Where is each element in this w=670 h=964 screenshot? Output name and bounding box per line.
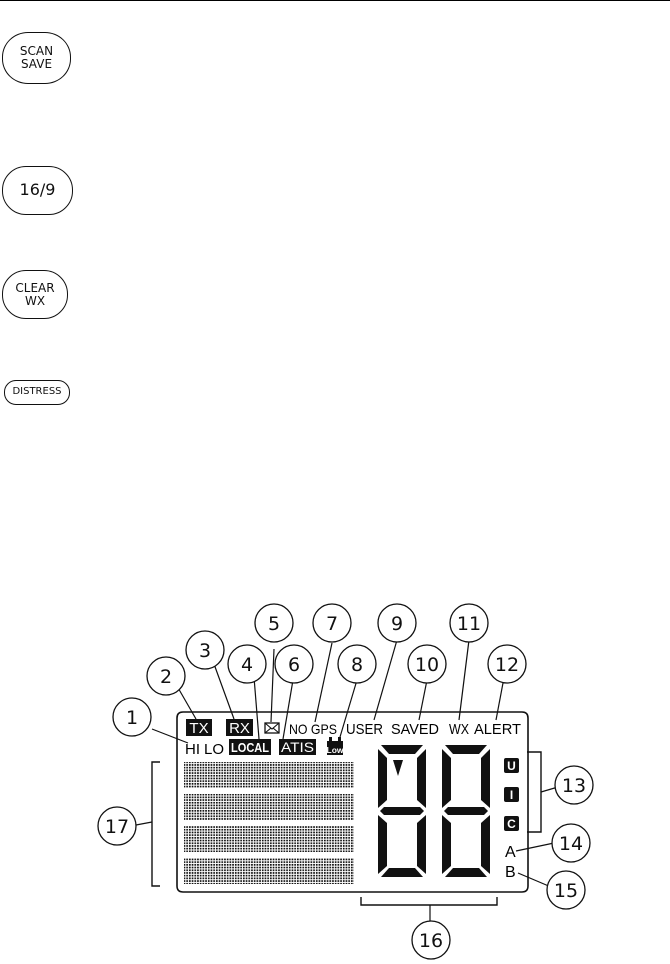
- callout-circle-15: [546, 870, 586, 910]
- tx-badge: [186, 719, 212, 736]
- distress-label: DISTRESS: [12, 386, 62, 398]
- c-badge: [504, 816, 519, 831]
- seven-segment-digit-2: [442, 745, 490, 877]
- callout-circle-4: [227, 644, 267, 684]
- leader-lines: [135, 639, 559, 921]
- dot-matrix-row-1: [184, 762, 354, 788]
- atis-badge: [279, 739, 316, 755]
- local-badge: [229, 739, 271, 755]
- callout-7: 7: [326, 613, 338, 635]
- alert-text: ALERT: [474, 721, 521, 738]
- callout-12: 12: [495, 654, 519, 676]
- sixteen-nine-key: 16/9: [2, 166, 73, 215]
- seven-segment-digit-1: [378, 745, 426, 877]
- scan-save-key: SCAN SAVE: [2, 32, 71, 84]
- callout-circle-10: [407, 644, 447, 684]
- callout-circle-2: [146, 656, 186, 696]
- rx-badge: [226, 719, 253, 736]
- wx-label: WX: [24, 293, 46, 308]
- callout-15: 15: [554, 880, 578, 902]
- callout-16: 16: [419, 930, 443, 952]
- i-badge: [504, 787, 519, 802]
- callout-circle-11: [449, 603, 489, 643]
- rx-text: RX: [229, 720, 250, 737]
- callout-circle-9: [377, 603, 417, 643]
- u-badge: [504, 758, 519, 773]
- a-text: A: [505, 844, 516, 861]
- lcd-frame: [176, 711, 529, 893]
- clear-label: CLEAR: [15, 280, 55, 295]
- saved-text: SAVED: [391, 721, 439, 738]
- callout-circle-7: [312, 603, 352, 643]
- callout-circle-5: [254, 603, 294, 643]
- callout-circle-8: [337, 644, 377, 684]
- callout-circle-14: [551, 823, 591, 863]
- callout-3: 3: [199, 640, 211, 662]
- user-text: USER: [346, 721, 383, 738]
- local-text: LOCAL: [231, 740, 269, 755]
- dot-matrix-row-3: [184, 826, 354, 852]
- callout-9: 9: [391, 613, 403, 635]
- callout-5: 5: [268, 613, 280, 635]
- callout-circle-3: [185, 630, 225, 670]
- low-text: Low: [327, 745, 344, 755]
- i-text: I: [510, 788, 513, 802]
- callout-circle-6: [274, 644, 314, 684]
- atis-text: ATIS: [281, 739, 314, 755]
- callout-2: 2: [160, 666, 172, 688]
- callout-1: 1: [126, 707, 138, 729]
- dot-matrix-row-2: [184, 794, 354, 820]
- callout-circle-1: [112, 697, 152, 737]
- scan-label: SCAN: [19, 44, 54, 59]
- callout-circles: [97, 603, 594, 960]
- callout-10: 10: [415, 654, 439, 676]
- bracket-digits: [360, 897, 498, 906]
- callout-17: 17: [105, 816, 129, 838]
- top-rule: [0, 0, 670, 1]
- bracket-matrix: [151, 761, 160, 887]
- callout-6: 6: [288, 654, 300, 676]
- bracket-uic: [527, 751, 542, 833]
- callout-14: 14: [559, 833, 583, 855]
- callout-circle-12: [487, 644, 527, 684]
- no-gps-text: NO GPS: [289, 721, 337, 737]
- channel-marker: [393, 760, 403, 776]
- wx-text: WX: [449, 721, 469, 738]
- callout-circle-16: [411, 920, 451, 960]
- callout-4: 4: [241, 654, 253, 676]
- c-text: C: [507, 817, 516, 831]
- callout-13: 13: [562, 775, 586, 797]
- tx-text: TX: [189, 720, 208, 737]
- sixteen-nine-label: 16/9: [19, 180, 56, 200]
- callout-8: 8: [351, 654, 363, 676]
- envelope-icon: [264, 722, 280, 734]
- distress-key: DISTRESS: [4, 380, 70, 405]
- lo-text: LO: [204, 741, 224, 758]
- low-battery-icon: Low: [327, 737, 344, 755]
- dot-matrix-row-4: [184, 858, 354, 884]
- callout-11: 11: [457, 613, 481, 635]
- save-label: SAVE: [20, 57, 53, 71]
- clear-wx-key: CLEAR WX: [2, 270, 68, 319]
- u-text: U: [507, 759, 516, 773]
- hi-text: HI: [185, 741, 200, 758]
- callout-circle-17: [97, 806, 137, 846]
- b-text: B: [505, 864, 516, 881]
- callout-circle-13: [554, 765, 594, 805]
